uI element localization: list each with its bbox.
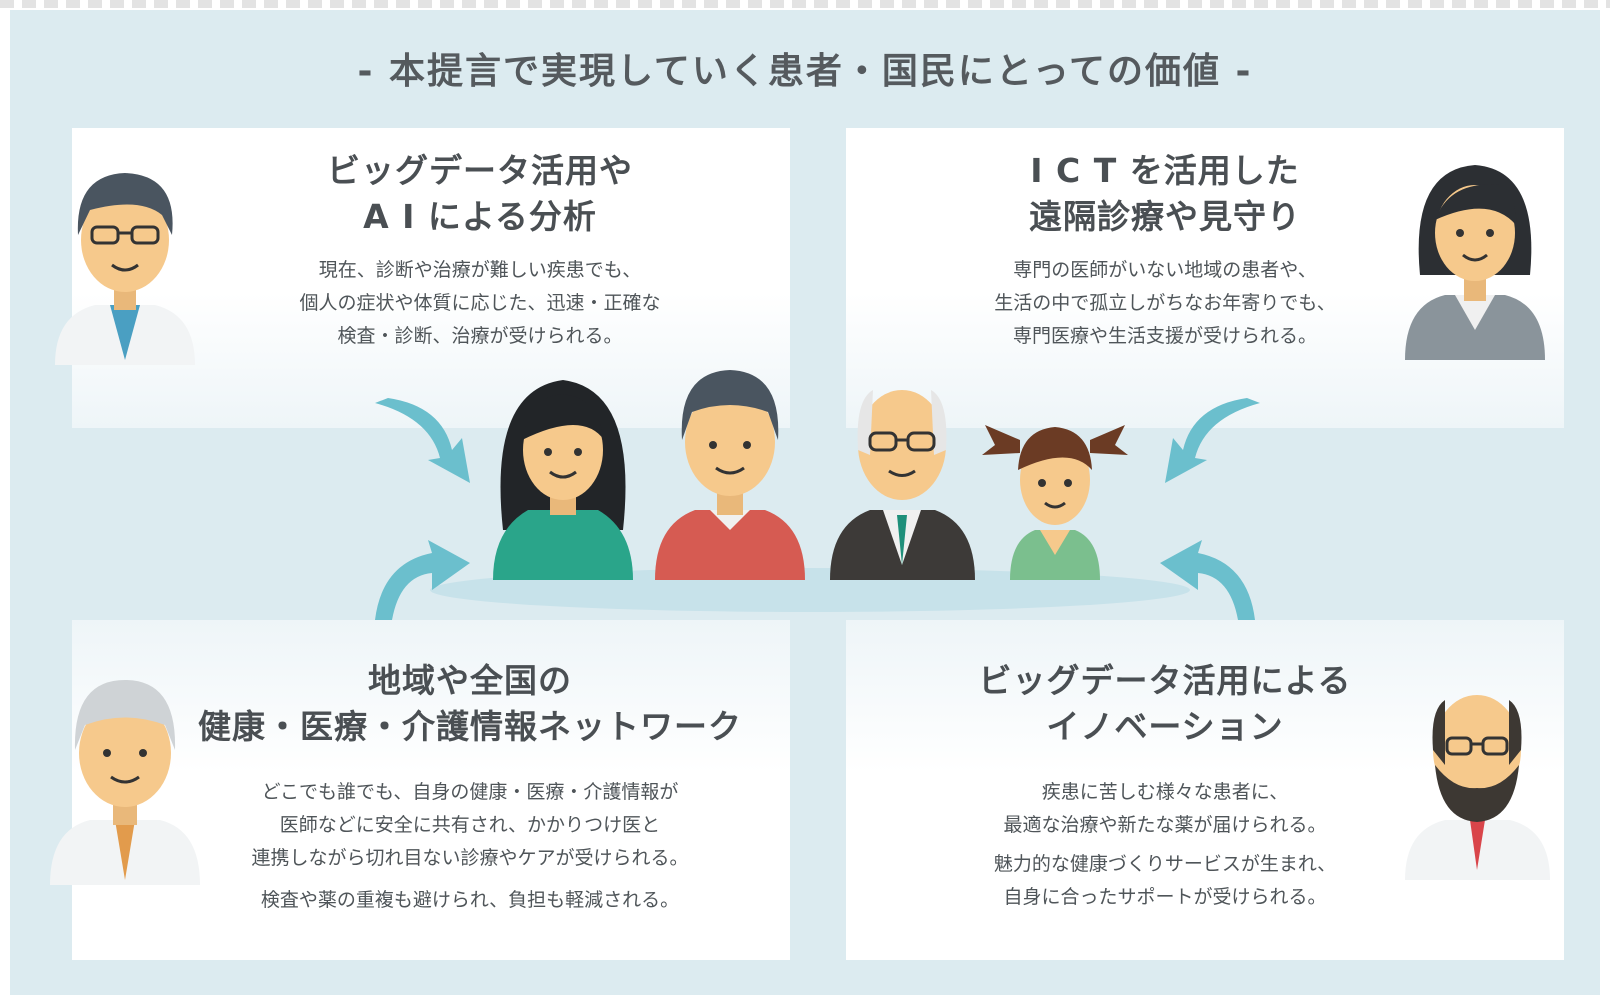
panel-bottom-right-title: ビッグデータ活用による イノベーション: [978, 661, 1352, 746]
elderly-man-patient-icon: [830, 390, 975, 580]
panel-top-left: [72, 128, 790, 428]
arrow-icon: [1165, 398, 1260, 483]
arrow-icon: [375, 540, 470, 620]
girl-patient-icon: [982, 425, 1128, 580]
panel-bottom-left-body: どこでも誰でも、自身の健康・医療・介護情報が 医師などに安全に共有され、かかりつ…: [251, 781, 689, 869]
panel-bottom-right-body-2: 魅力的な健康づくりサービスが生まれ、 自身に合ったサポートが受けられる。: [993, 853, 1337, 908]
panel-bottom-left: [72, 620, 790, 960]
panel-top-left-title: ビッグデータ活用や A I による分析: [327, 151, 633, 236]
page-title: - 本提言で実現していく患者・国民にとっての価値 -: [357, 51, 1253, 92]
man-patient-icon: [655, 370, 805, 580]
bald-bearded-doctor-icon: [1405, 695, 1550, 880]
doctor-glasses-icon: [55, 173, 195, 365]
top-dashed-border: [0, 0, 1610, 8]
panel-bottom-left-body-2: 検査や薬の重複も避けられ、負担も軽減される。: [260, 889, 680, 911]
arrow-icon: [375, 398, 470, 483]
panel-top-right-body: 専門の医師がいない地域の患者や、 生活の中で孤立しがちなお年寄りでも、 専門医療…: [994, 259, 1336, 347]
elderly-doctor-icon: [50, 680, 200, 885]
panel-bottom-left-title: 地域や全国の 健康・医療・介護情報ネットワーク: [198, 661, 742, 746]
panel-top-right-title: I C T を活用した 遠隔診療や見守り: [1029, 151, 1301, 236]
panel-top-left-body: 現在、診断や治療が難しい疾患でも、 個人の症状や体質に応じた、迅速・正確な 検査…: [299, 259, 661, 347]
arrow-icon: [1160, 540, 1255, 620]
panel-bottom-right-body: 疾患に苦しむ様々な患者に、 最適な治療や新たな薬が届けられる。: [1003, 781, 1327, 836]
woman-doctor-icon: [1405, 165, 1545, 360]
woman-patient-icon: [493, 380, 633, 580]
